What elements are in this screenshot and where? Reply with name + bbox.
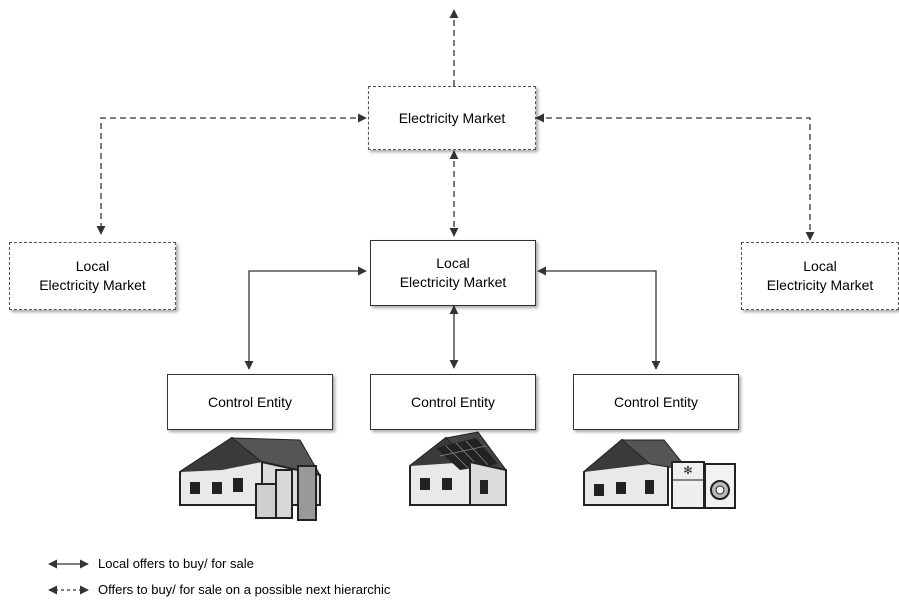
connector-local-control-left: [244, 266, 367, 370]
control-entity-right-box: Control Entity: [573, 374, 739, 430]
local-market-right-box: Local Electricity Market: [741, 242, 899, 310]
legend-dashed-label: Offers to buy/ for sale on a possible ne…: [98, 582, 391, 597]
connector-market-right: [535, 113, 815, 241]
house-with-appliances-icon: ✻: [583, 438, 736, 509]
house-with-storage-icon: [179, 436, 321, 521]
connector-market-left: [96, 113, 367, 235]
control-entity-left-box: Control Entity: [167, 374, 333, 430]
control-entity-center-box: Control Entity: [370, 374, 536, 430]
legend-solid-label: Local offers to buy/ for sale: [98, 556, 254, 571]
connector-local-control-right: [537, 266, 661, 370]
local-market-left-box: Local Electricity Market: [9, 242, 176, 310]
svg-text:✻: ✻: [683, 465, 692, 477]
house-with-solar-panels-icon: [409, 431, 508, 506]
electricity-market-box: Electricity Market: [368, 86, 536, 150]
local-market-center-box: Local Electricity Market: [370, 240, 536, 306]
